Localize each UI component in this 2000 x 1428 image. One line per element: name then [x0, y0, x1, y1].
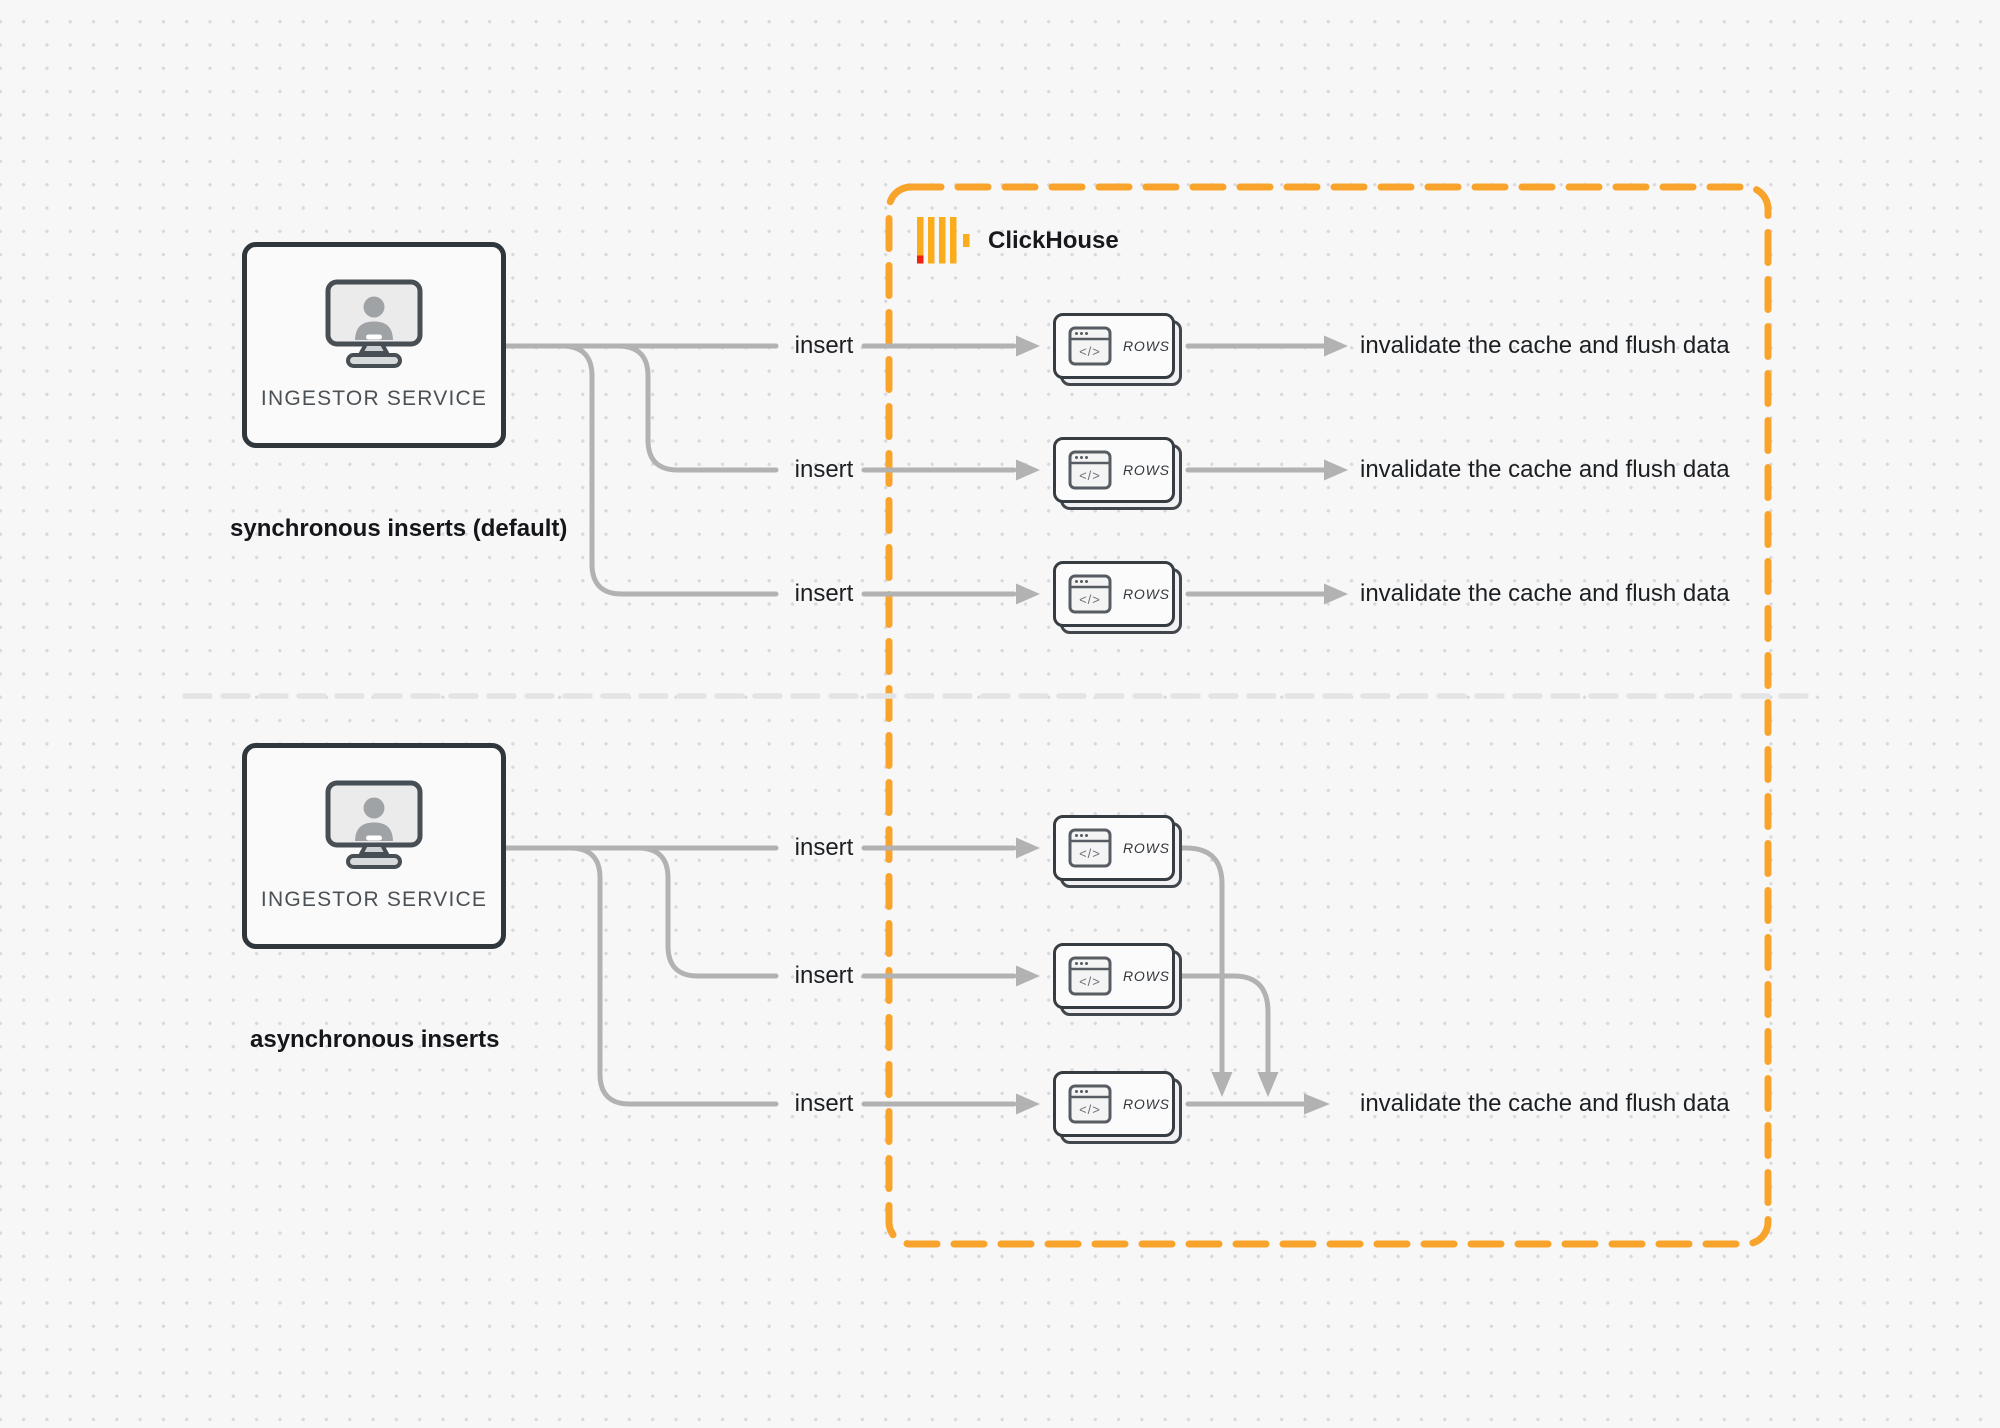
- clickhouse-boundary: [885, 183, 1772, 1248]
- arrowhead: [1016, 583, 1040, 605]
- rows-node-label: ROWS: [1123, 462, 1170, 478]
- clickhouse-bars-icon: [917, 217, 970, 264]
- rows-node-label: ROWS: [1123, 338, 1170, 354]
- result-label: invalidate the cache and flush data: [1360, 332, 1730, 359]
- sync-line-row2-branch: [503, 343, 779, 473]
- clickhouse-label: ClickHouse: [988, 227, 1119, 254]
- service-box-label: INGESTOR SERVICE: [260, 387, 488, 410]
- insert-label: insert: [794, 580, 854, 607]
- sync-section-caption: synchronous inserts (default): [230, 515, 568, 542]
- async-section-caption: asynchronous inserts: [250, 1026, 500, 1053]
- result-label: invalidate the cache and flush data: [1360, 1090, 1730, 1117]
- arrowhead: [1324, 583, 1348, 605]
- clickhouse-logo: ClickHouse: [917, 214, 1119, 268]
- rows-node: </> ROWS: [1053, 943, 1182, 1016]
- async-converge-line1: [1177, 845, 1225, 1075]
- service-box-label: INGESTOR SERVICE: [260, 888, 488, 911]
- insert-label: insert: [794, 332, 854, 359]
- arrowhead: [1016, 965, 1040, 987]
- rows-node-label: ROWS: [1123, 840, 1170, 856]
- rows-node: </> ROWS: [1053, 1071, 1182, 1144]
- arrowhead-down: [1211, 1072, 1233, 1097]
- rows-node: </> ROWS: [1053, 437, 1182, 510]
- code-glyph: </>: [1079, 846, 1101, 861]
- code-window-icon: </>: [1068, 574, 1112, 614]
- arrowhead: [1324, 459, 1348, 481]
- insert-label: insert: [794, 456, 854, 483]
- code-glyph: </>: [1079, 1102, 1101, 1117]
- rows-node-label: ROWS: [1123, 586, 1170, 602]
- arrowhead: [1304, 1093, 1330, 1115]
- clickhouse-red-accent: [917, 255, 924, 264]
- code-glyph: </>: [1079, 592, 1101, 607]
- code-glyph: </>: [1079, 468, 1101, 483]
- rows-node-front-card: </> ROWS: [1053, 1071, 1175, 1137]
- result-label: invalidate the cache and flush data: [1360, 580, 1730, 607]
- code-window-icon: </>: [1068, 326, 1112, 366]
- sync-ingestor-service-box: INGESTOR SERVICE: [242, 242, 506, 448]
- async-converge-line2: [1177, 973, 1271, 1075]
- async-ingestor-service-box: INGESTOR SERVICE: [242, 743, 506, 949]
- rows-node-front-card: </> ROWS: [1053, 437, 1175, 503]
- code-glyph: </>: [1079, 974, 1101, 989]
- arrowhead-down: [1257, 1072, 1279, 1097]
- rows-node: </> ROWS: [1053, 313, 1182, 386]
- rows-node-front-card: </> ROWS: [1053, 561, 1175, 627]
- result-label: invalidate the cache and flush data: [1360, 456, 1730, 483]
- insert-label: insert: [794, 962, 854, 989]
- code-glyph: </>: [1079, 344, 1101, 359]
- arrowhead: [1016, 459, 1040, 481]
- arrowheads: [1016, 335, 1348, 1115]
- code-window-icon: </>: [1068, 450, 1112, 490]
- rows-node-front-card: </> ROWS: [1053, 313, 1175, 379]
- arrowhead: [1016, 1093, 1040, 1115]
- rows-node-label: ROWS: [1123, 1096, 1170, 1112]
- async-line-row2-branch: [503, 845, 779, 979]
- flow-lines: [503, 343, 1327, 1107]
- rows-node: </> ROWS: [1053, 561, 1182, 634]
- rows-node-front-card: </> ROWS: [1053, 943, 1175, 1009]
- rows-node-label: ROWS: [1123, 968, 1170, 984]
- arrowhead: [1016, 335, 1040, 357]
- rows-node: </> ROWS: [1053, 815, 1182, 888]
- code-window-icon: </>: [1068, 1084, 1112, 1124]
- insert-label: insert: [794, 834, 854, 861]
- rows-node-front-card: </> ROWS: [1053, 815, 1175, 881]
- arrowhead: [1016, 837, 1040, 859]
- code-window-icon: </>: [1068, 956, 1112, 996]
- arrowhead: [1324, 335, 1348, 357]
- user-monitor-icon: [325, 780, 423, 869]
- code-window-icon: </>: [1068, 828, 1112, 868]
- user-monitor-icon: [325, 279, 423, 368]
- insert-label: insert: [794, 1090, 854, 1117]
